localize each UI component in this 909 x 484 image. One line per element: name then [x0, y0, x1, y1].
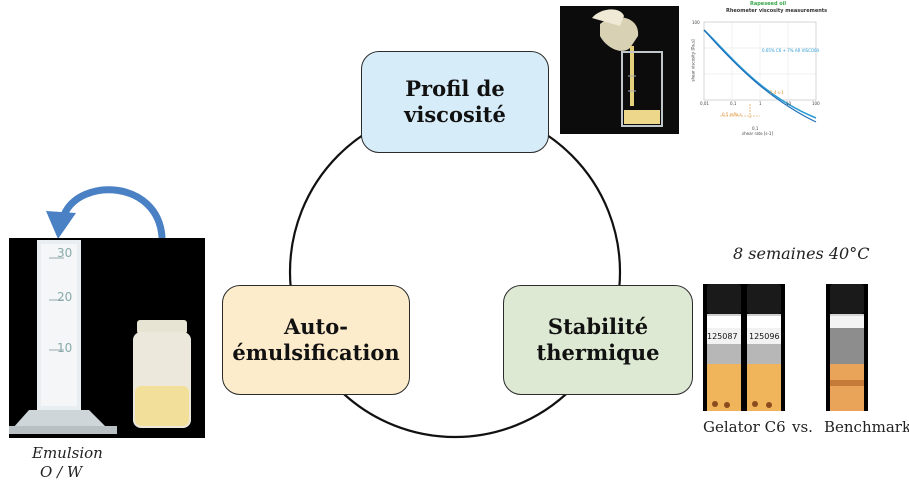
node-viscosity-label: Profil de viscosité: [404, 75, 506, 127]
curved-arrow: [46, 186, 166, 241]
viscosity-chart: Rapeseed oil Rheometer viscosity measure…: [690, 0, 828, 140]
chart-y-top-tick: 100: [692, 20, 700, 25]
viscosity-curve-2: [703, 29, 817, 123]
vial2-label: 125096: [749, 332, 780, 341]
chart-annot-2: 0,5 mPa.s: [722, 112, 742, 117]
chart-x-tick-4: 10: [786, 101, 792, 106]
cylinder-mark-10: 10: [57, 341, 73, 355]
node-thermal-stability: Stabilité thermique: [503, 285, 693, 395]
emulsion-photo: 30 20 10: [9, 238, 205, 438]
gelator-caption: Gelator C6: [703, 418, 786, 436]
chart-x-tick-1: 0,01: [700, 101, 709, 106]
vs-caption: vs.: [792, 418, 813, 436]
node-auto-emulsification: Auto- émulsification: [222, 285, 410, 395]
viscosity-curve-1: [703, 29, 817, 119]
chart-ylabel: shear viscosity [Pa.s]: [690, 39, 696, 82]
chart-title: Rheometer viscosity measurements: [726, 8, 828, 14]
chart-x-tick-2: 0,1: [730, 101, 737, 106]
cylinder-mark-30: 30: [57, 246, 73, 260]
node-viscosity-profile: Profil de viscosité: [361, 51, 549, 153]
chart-annot-1: 2,4 s-1: [770, 90, 784, 95]
stability-condition-caption: 8 semaines 40°C: [733, 244, 870, 263]
vial-photo-benchmark: [826, 284, 868, 411]
vial1-label: 125087: [707, 332, 738, 341]
pouring-photo: [560, 6, 679, 134]
emulsion-caption-line2: O / W: [40, 463, 83, 481]
chart-x-tick-3: 1: [759, 101, 762, 106]
node-auto-label: Auto- émulsification: [232, 313, 400, 365]
chart-x-tick-5: 100: [812, 101, 820, 106]
chart-xlabel: shear rate [s-1]: [742, 131, 774, 136]
chart-legend: 0.65% C6 + 7% AR VISCO00: [762, 48, 820, 53]
viscosity-chart-svg: [703, 21, 817, 123]
chart-subtitle: Rapeseed oil: [750, 1, 787, 7]
chart-y-bottom-tick: 0,1: [752, 126, 759, 131]
vials-photo-gelator: 125087 125096: [703, 284, 785, 411]
node-stability-label: Stabilité thermique: [536, 313, 660, 365]
emulsion-caption-line1: Emulsion: [32, 444, 103, 462]
cylinder-mark-20: 20: [57, 290, 73, 304]
benchmark-caption: Benchmark: [824, 418, 909, 436]
